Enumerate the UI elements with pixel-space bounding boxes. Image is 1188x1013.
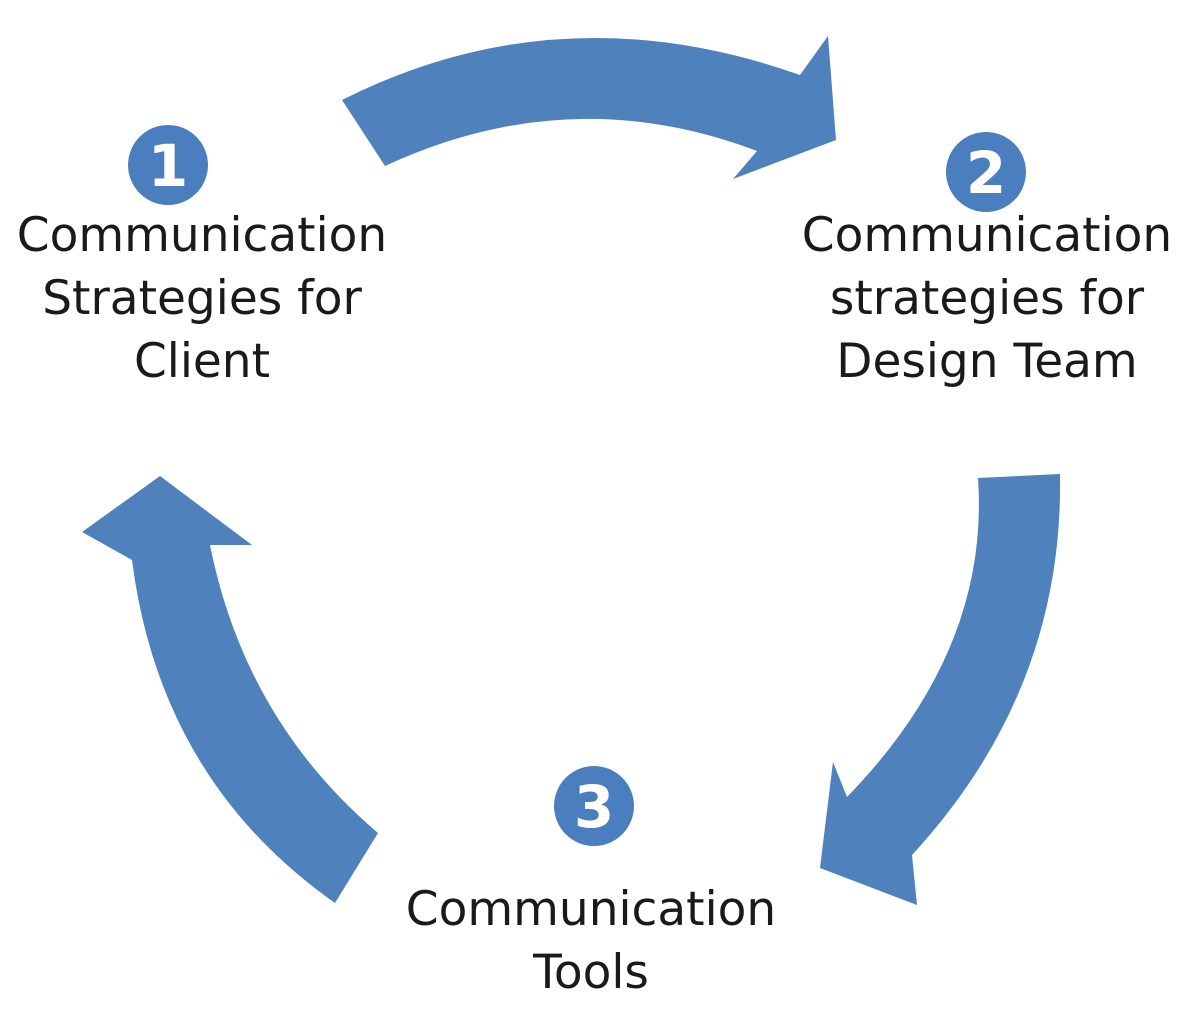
step-3-number: 3 [574,773,614,841]
step-3-label-line: Communication [405,882,777,937]
step-1-label-line: Strategies for [42,271,362,326]
step-2-label-line: Communication [801,208,1173,263]
step-3-label-line: Tools [533,945,649,1000]
step-1-label-line: Communication [16,208,388,263]
step-1-label-line: Client [133,334,271,389]
step-2-number-badge: 2 [946,132,1026,212]
step-2-label-line: strategies for [829,271,1145,326]
step-1-number-badge: 1 [128,125,208,205]
step-2-label-line: Design Team [836,334,1138,389]
arrow-3-to-1-icon [82,476,378,903]
arrow-2-to-3-icon [820,474,1061,905]
step-1-label: Communication Strategies for Client [0,204,404,393]
step-1-number: 1 [148,132,188,200]
step-2-label: Communication strategies for Design Team [786,204,1188,393]
arrow-1-to-2-icon [342,36,836,179]
step-3-label: Communication Tools [390,878,792,1004]
step-3-number-badge: 3 [554,766,634,846]
step-2-number: 2 [966,139,1006,207]
